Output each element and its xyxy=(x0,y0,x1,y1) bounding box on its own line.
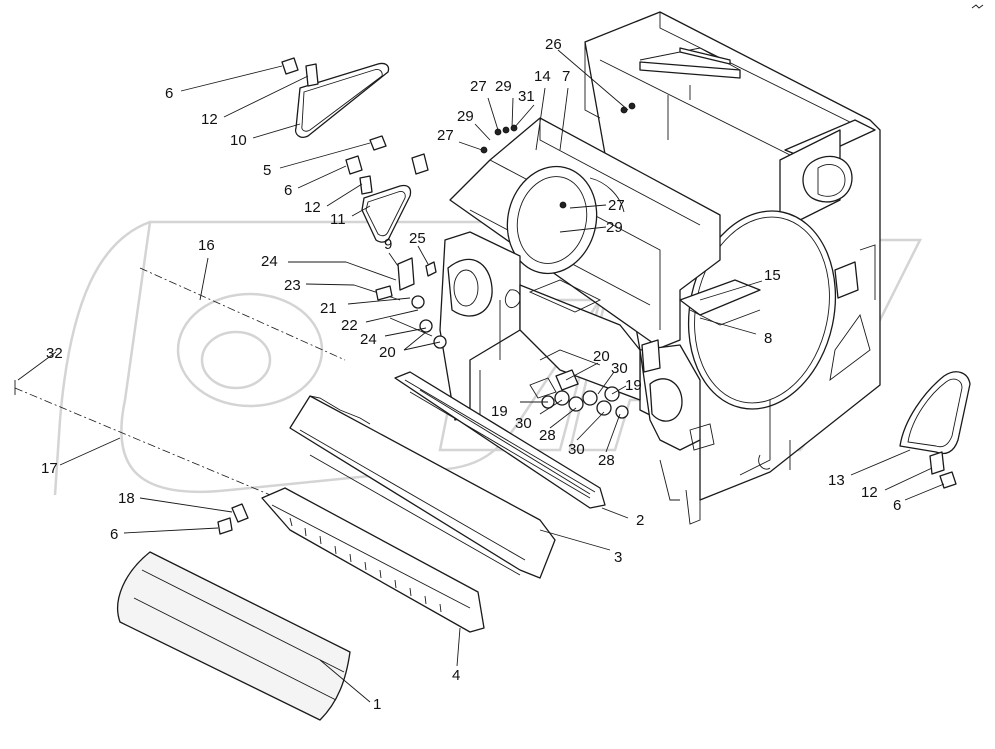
callout-1: 1 xyxy=(373,696,381,713)
callout-29: 29 xyxy=(457,108,474,125)
callout-29: 29 xyxy=(495,78,512,95)
callout-15: 15 xyxy=(764,267,781,284)
small-parts xyxy=(217,57,971,535)
callout-21: 21 xyxy=(320,300,337,317)
callout-22: 22 xyxy=(341,317,358,334)
callout-31: 31 xyxy=(518,88,535,105)
callout-29: 29 xyxy=(606,219,623,236)
callout-12: 12 xyxy=(201,111,218,128)
callout-6: 6 xyxy=(284,182,292,199)
callout-27: 27 xyxy=(470,78,487,95)
callout-13: 13 xyxy=(828,472,845,489)
callout-7: 7 xyxy=(562,68,570,85)
callout-23: 23 xyxy=(284,277,301,294)
callout-11: 11 xyxy=(330,211,346,228)
callout-27: 27 xyxy=(437,127,454,144)
callout-20: 20 xyxy=(593,348,610,365)
callout-12: 12 xyxy=(861,484,878,501)
callout-25: 25 xyxy=(409,230,426,247)
lower-hopper xyxy=(289,371,606,579)
callout-28: 28 xyxy=(598,452,615,469)
callout-8: 8 xyxy=(764,330,772,347)
callout-19: 19 xyxy=(491,403,508,420)
callout-6: 6 xyxy=(893,497,901,514)
cover-1 xyxy=(117,551,351,721)
callout-14: 14 xyxy=(534,68,551,85)
callout-19: 19 xyxy=(625,377,642,394)
callout-16: 16 xyxy=(198,237,215,254)
middle-frame xyxy=(439,117,721,501)
callout-4: 4 xyxy=(452,667,460,684)
callout-9: 9 xyxy=(384,236,392,253)
callout-30: 30 xyxy=(515,415,532,432)
callout-30: 30 xyxy=(568,441,585,458)
callout-32: 32 xyxy=(46,345,63,362)
flap-4 xyxy=(261,487,485,633)
callout-28: 28 xyxy=(539,427,556,444)
callout-6: 6 xyxy=(110,526,118,543)
callout-24: 24 xyxy=(360,331,377,348)
corner-mark xyxy=(971,4,984,9)
callout-27: 27 xyxy=(608,197,625,214)
callout-30: 30 xyxy=(611,360,628,377)
callout-17: 17 xyxy=(41,460,58,477)
callout-3: 3 xyxy=(614,549,622,566)
callout-2: 2 xyxy=(636,512,644,529)
callout-12: 12 xyxy=(304,199,321,216)
callout-20: 20 xyxy=(379,344,396,361)
callout-24: 24 xyxy=(261,253,278,270)
callout-10: 10 xyxy=(230,132,247,149)
callout-26: 26 xyxy=(545,36,562,53)
callout-labels: 26 27 29 31 14 7 6 12 10 29 27 5 6 12 11… xyxy=(41,36,901,713)
callout-18: 18 xyxy=(118,490,135,507)
callout-5: 5 xyxy=(263,162,271,179)
leader-lines xyxy=(17,49,945,703)
callout-6: 6 xyxy=(165,85,173,102)
